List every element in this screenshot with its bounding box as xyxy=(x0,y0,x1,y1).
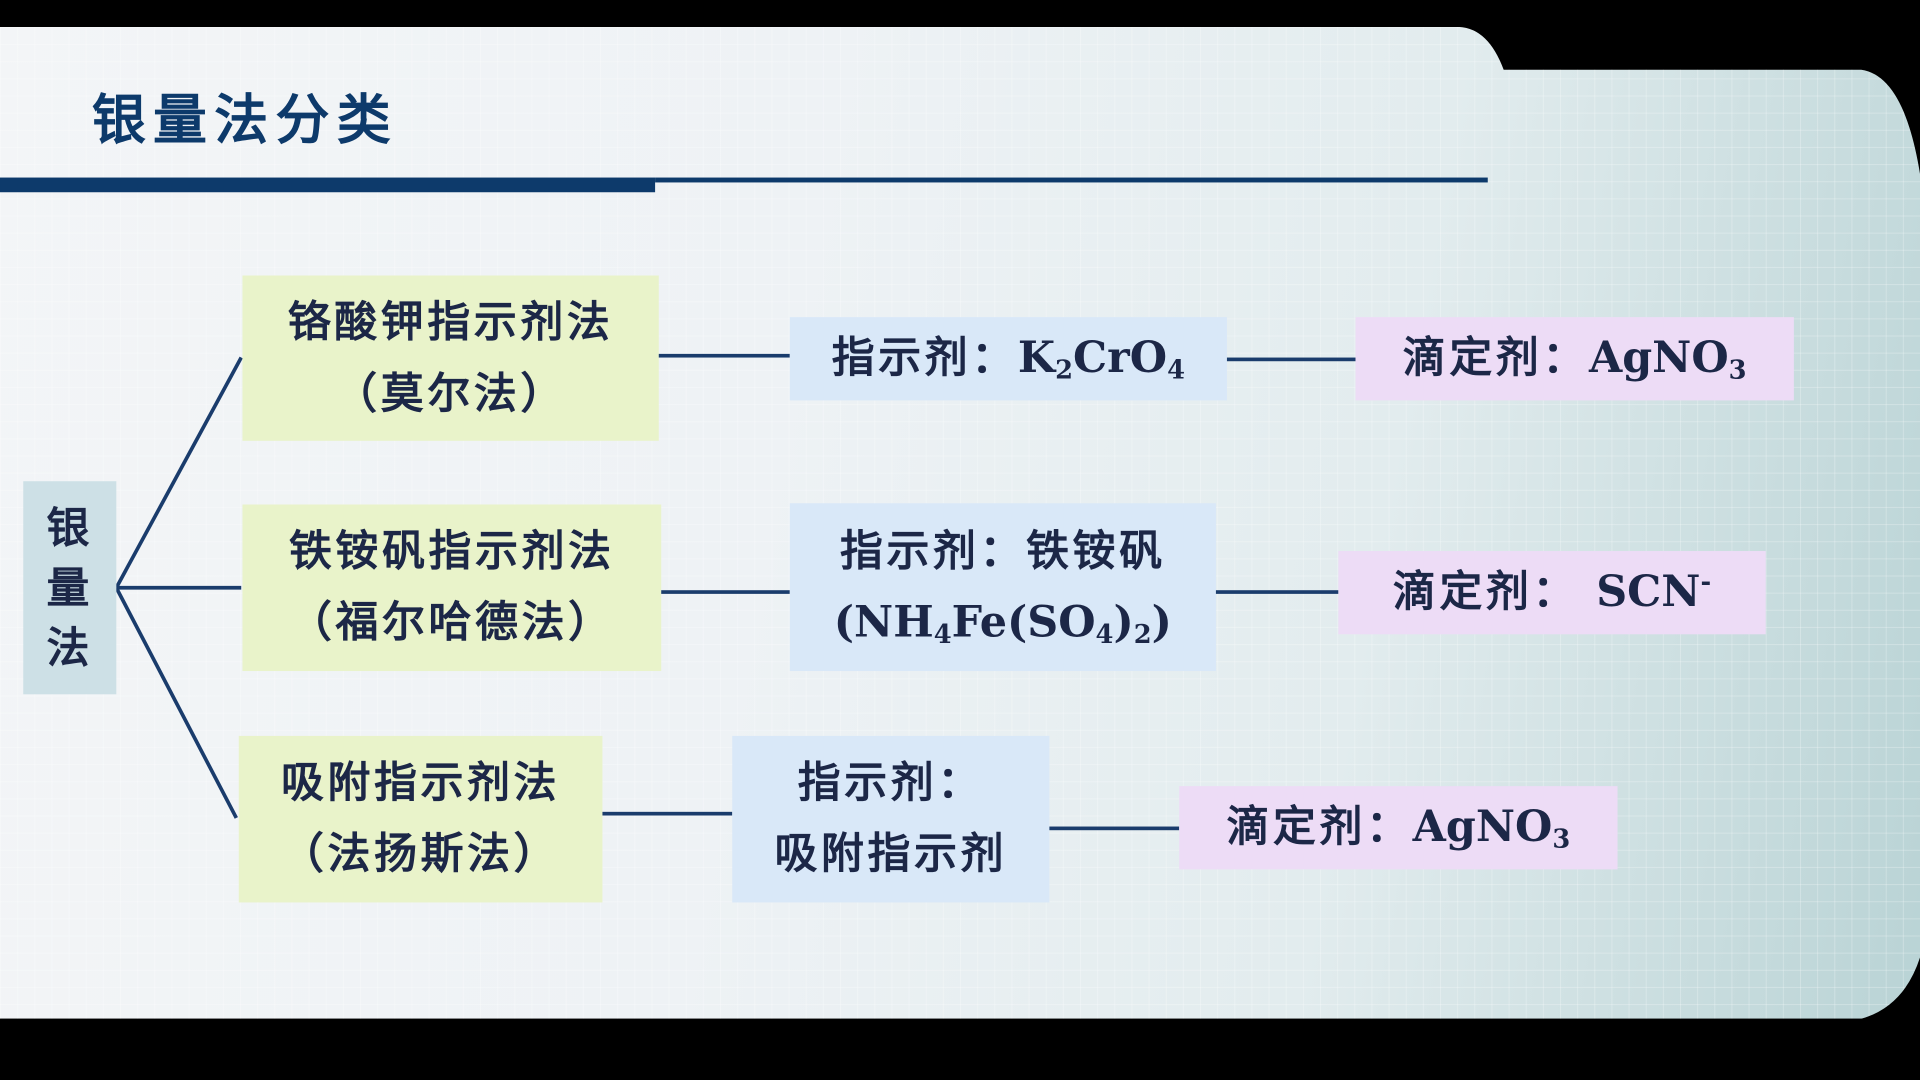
connector xyxy=(1226,357,1356,362)
connector xyxy=(661,590,790,594)
method-name: 铁铵矾指示剂法 xyxy=(288,526,615,578)
titrant-formula: AgNO3 xyxy=(1588,333,1747,385)
title-underline-thin xyxy=(655,177,1488,183)
root-box-silver-titration: 银 量 法 xyxy=(23,481,117,695)
slide-title: 银量法分类 xyxy=(91,89,398,152)
titrant-formula: SCN- xyxy=(1596,566,1712,618)
titrant-box-mohr: 滴定剂： AgNO3 xyxy=(1355,317,1794,401)
indicator-box-mohr: 指示剂： K2CrO4 xyxy=(789,317,1227,401)
indicator-formula: (NH4Fe(SO4)2) xyxy=(833,596,1172,649)
connector xyxy=(602,811,733,816)
root-char: 银 xyxy=(46,502,94,553)
method-name: 吸附指示剂法 xyxy=(281,758,561,809)
method-box-fajans: 吸附指示剂法 （法扬斯法） xyxy=(238,735,603,903)
connector xyxy=(1049,826,1180,831)
method-alias: （莫尔法） xyxy=(334,367,567,419)
connector xyxy=(1215,590,1339,594)
method-name: 铬酸钾指示剂法 xyxy=(287,297,614,348)
indicator-formula: K2CrO4 xyxy=(1017,333,1185,385)
method-alias: （法扬斯法） xyxy=(281,828,561,880)
method-box-mohr: 铬酸钾指示剂法 （莫尔法） xyxy=(242,275,659,441)
connector xyxy=(658,353,790,358)
root-char: 量 xyxy=(46,562,94,613)
indicator-label: 指示剂：铁铵矾 xyxy=(839,526,1166,577)
titrant-box-volhard: 滴定剂： SCN- xyxy=(1338,551,1766,635)
indicator-label: 指示剂： xyxy=(831,333,1018,384)
title-underline-thick xyxy=(0,177,656,193)
indicator-name: 吸附指示剂 xyxy=(774,828,1008,880)
root-char: 法 xyxy=(46,622,94,673)
titrant-box-fajans: 滴定剂： AgNO3 xyxy=(1179,786,1618,870)
method-box-volhard: 铁铵矾指示剂法 （福尔哈德法） xyxy=(242,504,662,672)
indicator-label: 指示剂： xyxy=(797,758,984,809)
method-alias: （福尔哈德法） xyxy=(288,597,615,648)
titrant-label: 滴定剂： xyxy=(1392,567,1580,618)
titrant-label: 滴定剂： xyxy=(1226,802,1413,853)
indicator-box-volhard: 指示剂：铁铵矾 (NH4Fe(SO4)2) xyxy=(789,503,1216,672)
indicator-box-fajans: 指示剂： 吸附指示剂 xyxy=(732,735,1050,903)
titrant-formula: AgNO3 xyxy=(1412,802,1571,854)
titrant-label: 滴定剂： xyxy=(1402,333,1589,384)
